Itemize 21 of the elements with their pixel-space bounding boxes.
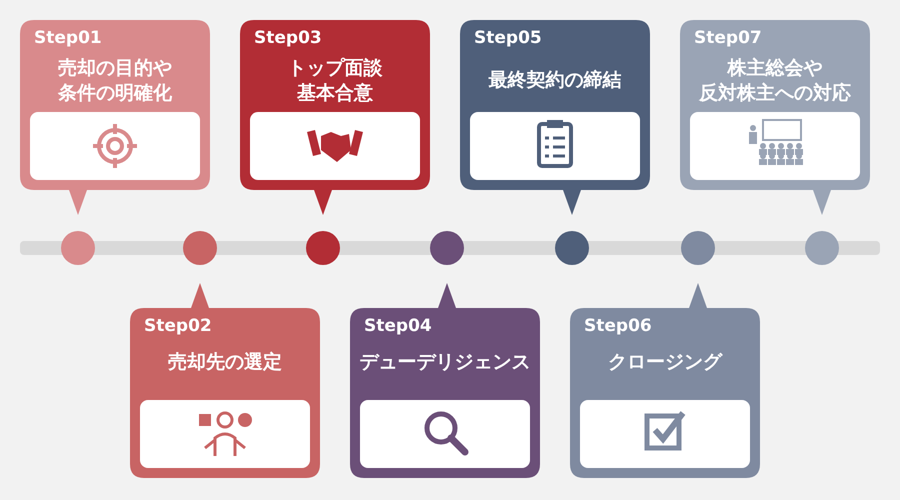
step-title: デューデリジェンス [358,350,532,375]
step-callout [570,283,760,478]
step-label: Step04 [364,316,432,336]
step-label: Step01 [34,28,102,48]
step-title: トップ面談基本合意 [286,56,384,106]
step-title: クロージング [607,350,724,375]
step-label: Step02 [144,316,212,336]
step-callout [680,20,870,215]
step-callout [350,283,540,478]
step-label: Step03 [254,28,322,48]
step-label: Step07 [694,28,762,48]
step-title: 株主総会や反対株主への対応 [698,56,852,106]
step-label: Step06 [584,316,652,336]
step-callout [460,20,650,215]
step-callout [130,283,320,478]
step-title: 売却先の選定 [167,350,283,375]
step-title: 最終契約の締結 [488,68,622,93]
step-callout [240,20,430,215]
step-label: Step05 [474,28,542,48]
step-title: 売却の目的や条件の明確化 [56,56,173,106]
step-callout [20,20,210,215]
